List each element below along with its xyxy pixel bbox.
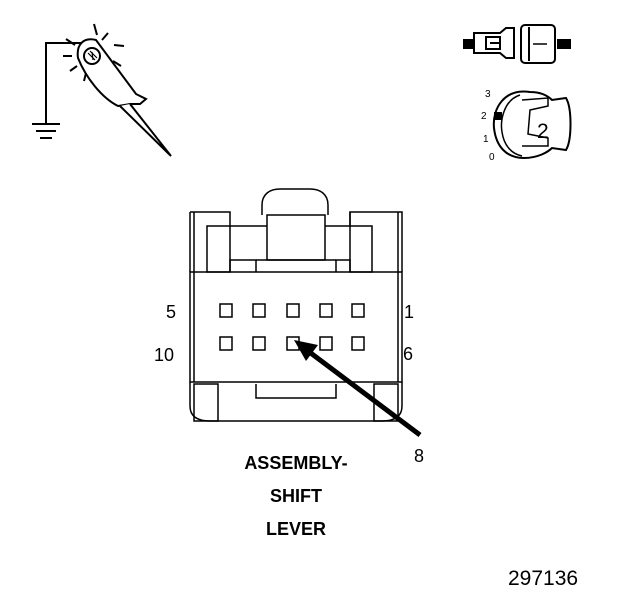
assembly-label-line2: SHIFT — [270, 486, 322, 506]
key-position-2: 2 — [481, 111, 487, 122]
connector-disconnected-icon — [463, 24, 571, 64]
cavity-5 — [219, 303, 233, 318]
pin-label-6: 6 — [403, 344, 413, 364]
cavity-6 — [351, 336, 365, 351]
pin-label-5: 5 — [166, 302, 176, 322]
cavity-9 — [252, 336, 266, 351]
ignition-key-icon: 3 2 1 0 2 — [481, 89, 572, 163]
key-position-0: 0 — [489, 152, 495, 163]
assembly-label-line3: LEVER — [266, 519, 326, 539]
cavity-4 — [252, 303, 266, 318]
connector-face — [189, 188, 403, 422]
callout-label: 8 — [414, 446, 424, 466]
pin-label-1: 1 — [404, 302, 414, 322]
assembly-label-line1: ASSEMBLY- — [244, 453, 347, 473]
key-position-1: 1 — [483, 134, 489, 145]
cavity-1 — [351, 303, 365, 318]
callout-arrow — [294, 340, 422, 437]
cavity-2 — [319, 303, 333, 318]
key-position-label: 2 — [537, 120, 549, 143]
pin-label-10: 10 — [154, 345, 174, 365]
test-probe-icon — [32, 23, 172, 157]
cavity-10 — [219, 336, 233, 351]
key-position-3: 3 — [485, 89, 491, 100]
figure-number: 297136 — [508, 567, 578, 590]
cavity-7 — [319, 336, 333, 351]
cavity-3 — [286, 303, 300, 318]
connector-cavities — [219, 303, 365, 351]
